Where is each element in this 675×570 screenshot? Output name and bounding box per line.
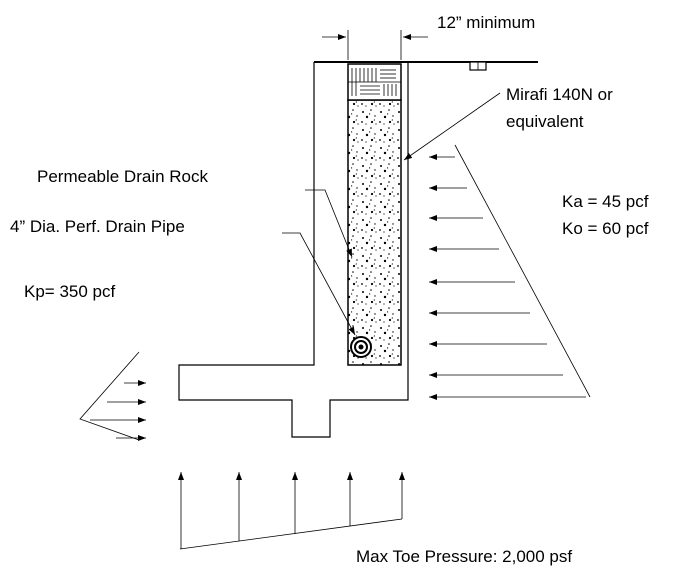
min-width-label: 12” minimum — [437, 13, 535, 32]
passive-pressure-arrows — [90, 380, 146, 441]
drain-pipe-leader — [282, 232, 356, 336]
toe-pressure-label: Max Toe Pressure: 2,000 psf — [356, 547, 572, 566]
bearing-pressure-arrows — [178, 472, 405, 549]
drain-pipe-label: 4” Dia. Perf. Drain Pipe — [10, 217, 185, 236]
active-pressure-arrows — [429, 154, 586, 400]
width-dimension — [322, 30, 428, 60]
bearing-pressure-envelope — [179, 518, 403, 550]
drain-pipe — [350, 336, 372, 358]
drain-rock-column — [347, 99, 402, 366]
wall-outline — [178, 62, 409, 438]
kp-label: Kp= 350 pcf — [24, 282, 115, 301]
ko-label: Ko = 60 pcf — [562, 219, 649, 238]
fabric-leader — [403, 92, 501, 161]
cap-block — [347, 63, 402, 101]
ka-label: Ka = 45 pcf — [562, 192, 649, 211]
passive-pressure-envelope — [79, 351, 140, 441]
active-pressure-envelope — [454, 144, 591, 398]
fabric-label: Mirafi 140N or — [506, 85, 613, 104]
drain-rock-leader — [305, 189, 353, 258]
fabric-label-line2: equivalent — [506, 112, 584, 131]
drain-rock-label: Permeable Drain Rock — [37, 167, 209, 186]
